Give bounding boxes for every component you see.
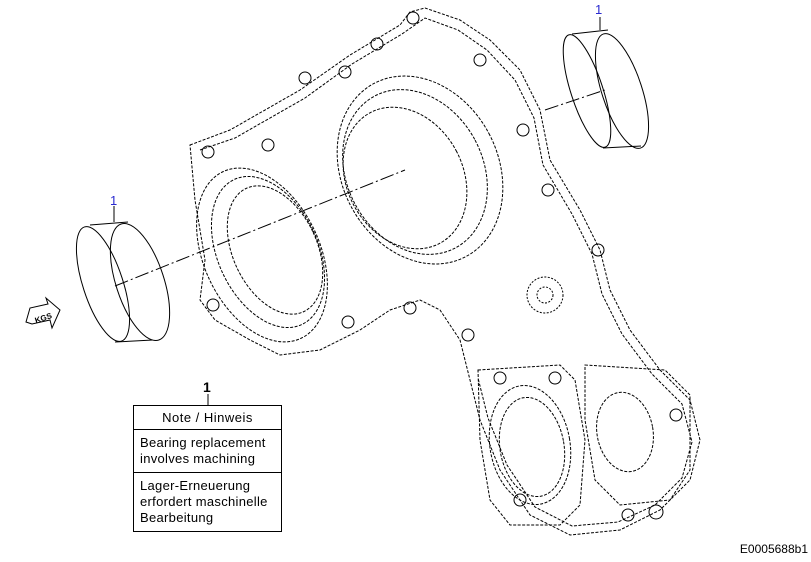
left-bore <box>196 167 328 343</box>
note-english: Bearing replacement involves machining <box>134 430 281 473</box>
note-number: 1 <box>203 379 211 395</box>
right-bearing-ring <box>562 29 650 149</box>
note-english-line-2: involves machining <box>140 451 256 466</box>
note-german-line-1: Lager-Erneuerung <box>140 478 251 493</box>
center-bore <box>336 75 504 265</box>
direction-arrow-icon <box>25 296 61 330</box>
reference-code: E0005688b1 <box>739 542 808 556</box>
note-german-line-2: erfordert maschinelle <box>140 494 268 509</box>
callout-ring-right: 1 <box>595 2 603 17</box>
bolt-holes <box>201 11 683 522</box>
center-axis-lines <box>114 89 606 287</box>
small-gear <box>526 276 564 314</box>
housing-outline <box>189 7 701 536</box>
note-english-line-1: Bearing replacement <box>140 435 266 450</box>
note-german-line-3: Bearbeitung <box>140 510 214 525</box>
left-bearing-ring <box>75 221 171 343</box>
lower-flange <box>477 364 691 526</box>
note-header: Note / Hinweis <box>134 406 281 430</box>
callout-ring-left: 1 <box>110 193 118 208</box>
note-table: Note / Hinweis Bearing replacement invol… <box>133 405 282 532</box>
note-german: Lager-Erneuerung erfordert maschinelle B… <box>134 473 281 531</box>
